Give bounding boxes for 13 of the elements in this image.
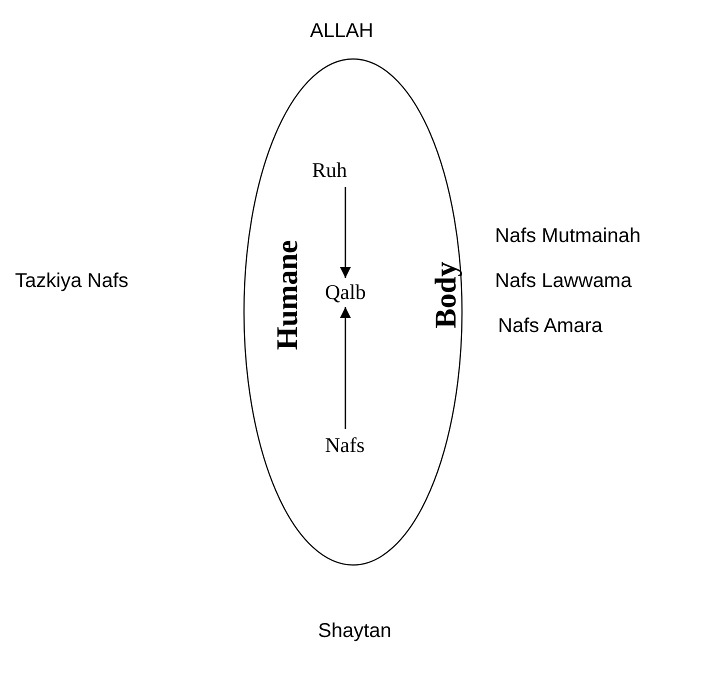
vertical-heading: Humane bbox=[271, 240, 305, 350]
term-label: Nafs bbox=[325, 433, 365, 458]
arrow bbox=[340, 187, 352, 278]
text-label: Nafs Lawwama bbox=[495, 270, 632, 293]
text-label: Nafs Mutmainah bbox=[495, 225, 641, 248]
term-label: Qalb bbox=[325, 280, 366, 305]
text-label: Nafs Amara bbox=[498, 315, 602, 338]
term-label: Ruh bbox=[312, 158, 348, 183]
text-label: ALLAH bbox=[310, 20, 374, 43]
text-label: Shaytan bbox=[318, 620, 392, 643]
text-label: Tazkiya Nafs bbox=[15, 270, 128, 293]
arrow bbox=[340, 307, 352, 429]
vertical-heading: Body bbox=[429, 262, 464, 328]
